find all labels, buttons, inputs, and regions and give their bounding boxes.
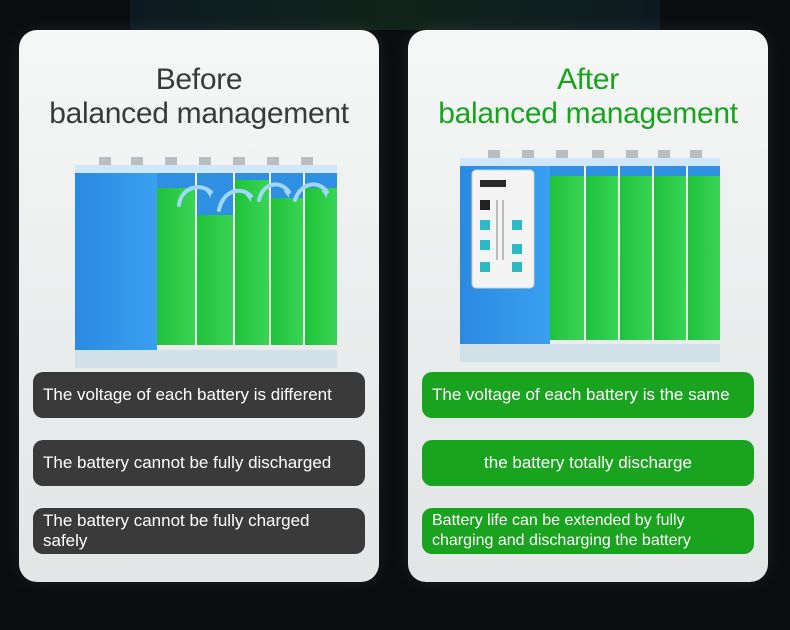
battery-cell-blue [75,173,157,350]
bms-board-icon [471,169,535,289]
before-statement-charge: The battery cannot be fully charged safe… [33,508,365,554]
before-statement-discharge: The battery cannot be fully discharged [33,440,365,486]
before-panel: Before balanced management [19,30,379,582]
battery-cell [271,198,303,345]
after-title: After [557,63,619,96]
after-statement-discharge: the battery totally discharge [422,440,754,486]
battery-cell [550,176,584,340]
balanced-battery-pack-image [460,150,720,362]
before-subtitle: balanced management [49,97,349,130]
after-panel: After balanced management [408,30,768,582]
battery-cell [620,176,652,340]
background-glow [130,0,660,30]
balance-arrow-icon [177,182,329,212]
battery-cell [197,215,233,345]
battery-cell [157,188,195,345]
before-title: Before [155,63,243,96]
after-statement-voltage: The voltage of each battery is the same [422,372,754,418]
battery-cell [654,176,686,340]
battery-cell [586,176,618,340]
battery-cell [235,180,269,345]
battery-cell [305,188,337,345]
battery-cell [688,176,720,340]
unbalanced-battery-pack-image [75,157,337,368]
after-subtitle: balanced management [438,97,738,130]
before-statement-voltage: The voltage of each battery is different [33,372,365,418]
after-statement-lifespan: Battery life can be extended by fully ch… [422,508,754,554]
